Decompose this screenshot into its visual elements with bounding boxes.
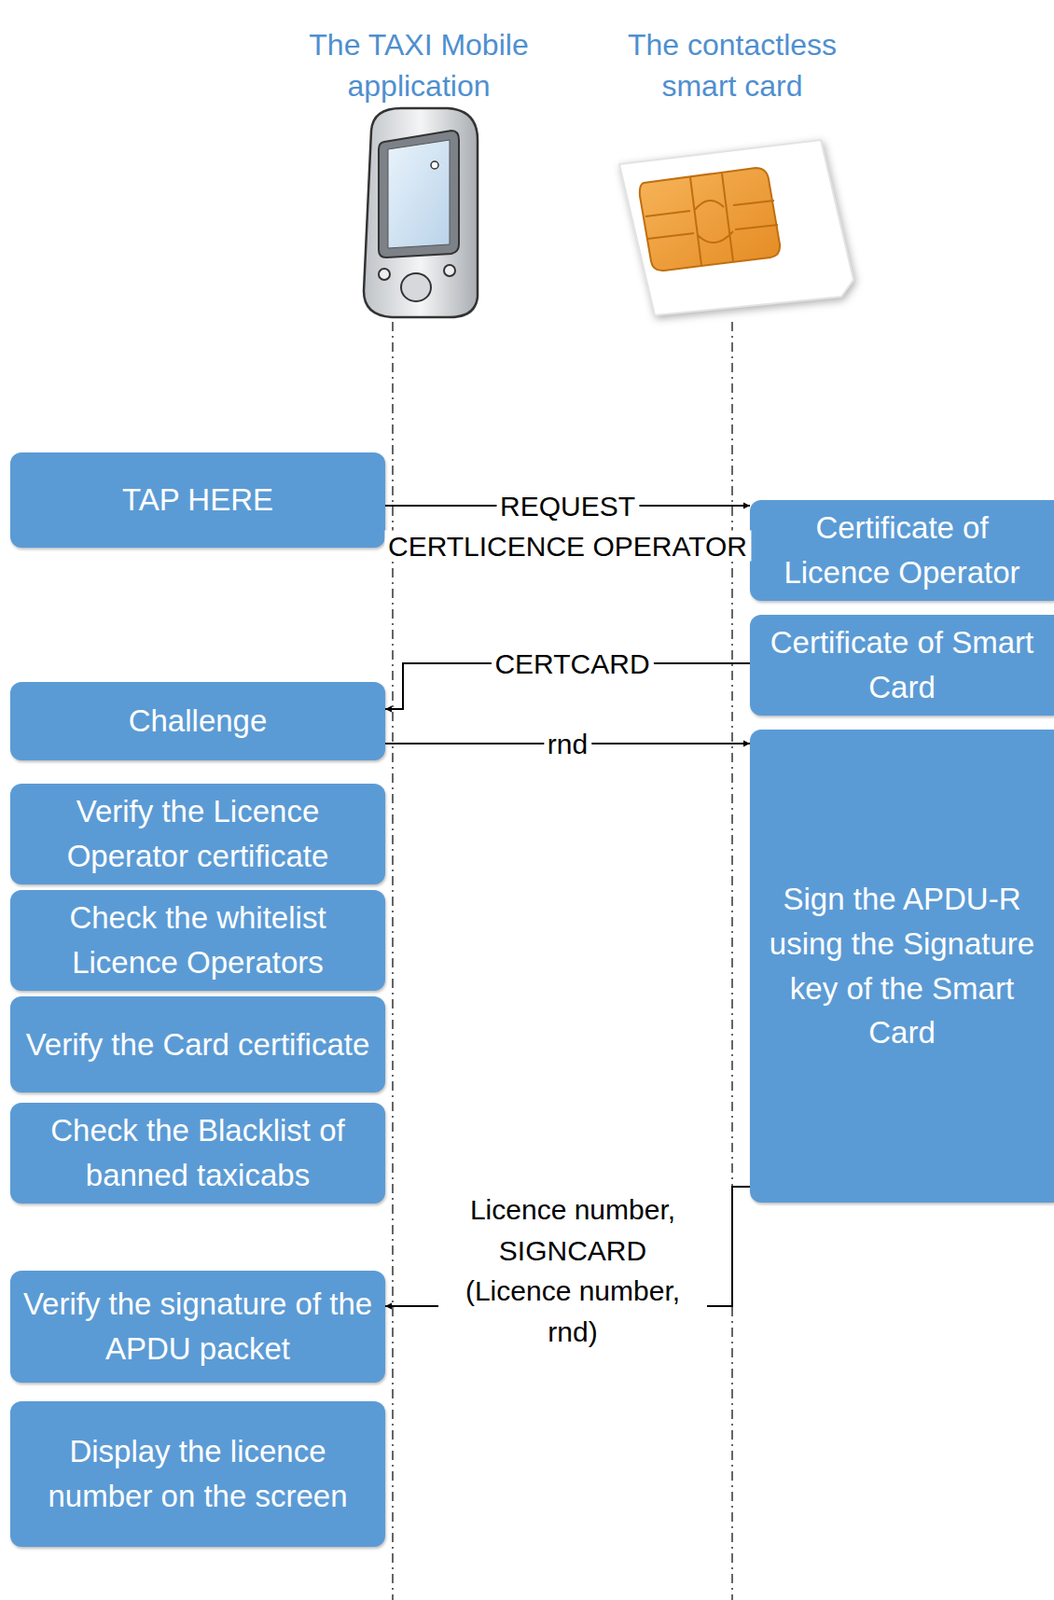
app-lifeline — [391, 321, 394, 1600]
participant-heading: The contactless smart card — [592, 24, 873, 107]
process-box: Certificate of Smart Card — [749, 614, 1054, 716]
process-box: Verify the signature of the APDU packet — [10, 1270, 386, 1383]
box-text: Certificate of Smart Card — [759, 620, 1045, 710]
process-box: Verify the Card certificate — [10, 996, 386, 1093]
mobile-phone-icon — [363, 108, 478, 318]
box-text: TAP HERE — [122, 477, 274, 523]
box-text: Display the licence number on the screen — [19, 1428, 376, 1519]
message-label: Licence number, SIGNCARD (Licence number… — [438, 1189, 708, 1352]
box-text: Sign the APDU-R using the Signature key … — [759, 876, 1045, 1055]
smart-card-icon — [619, 139, 854, 316]
box-text: Verify the signature of the APDU packet — [19, 1281, 376, 1372]
card-lifeline — [731, 321, 734, 1600]
box-text: Verify the Licence Operator certificate — [19, 789, 376, 879]
box-text: Verify the Card certificate — [26, 1022, 371, 1068]
box-text: Challenge — [128, 698, 268, 744]
message-label: rnd — [543, 728, 592, 760]
process-box: Verify the Licence Operator certificate — [10, 783, 386, 885]
box-text: Check the Blacklist of banned taxicabs — [19, 1108, 376, 1198]
participant-heading: The TAXI Mobile application — [278, 24, 559, 107]
process-box: Sign the APDU-R using the Signature key … — [749, 729, 1054, 1203]
process-box: Certificate of Licence Operator — [749, 499, 1054, 601]
box-text: Check the whitelist Licence Operators — [19, 895, 376, 985]
box-text: Certificate of Licence Operator — [759, 505, 1045, 596]
process-box: Display the licence number on the screen — [10, 1400, 386, 1547]
process-box: Check the whitelist Licence Operators — [10, 889, 386, 991]
message-label: REQUEST — [496, 490, 639, 522]
process-box: Challenge — [10, 681, 386, 761]
message-label: CERTCARD — [490, 648, 653, 680]
message-label: CERTLICENCE OPERATOR — [384, 530, 751, 562]
process-box: Check the Blacklist of banned taxicabs — [10, 1102, 386, 1204]
process-box: TAP HERE — [10, 452, 386, 548]
